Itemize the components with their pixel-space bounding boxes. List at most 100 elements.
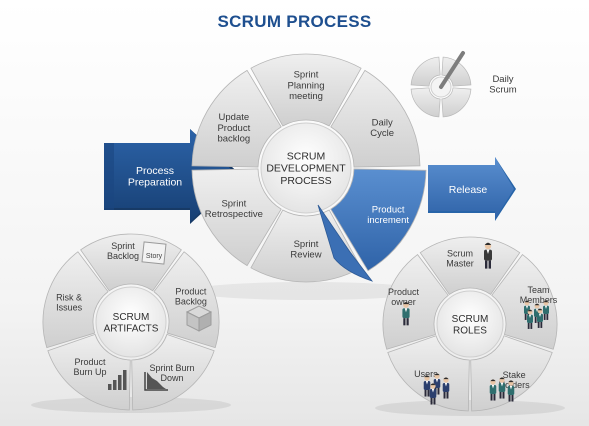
- artifact-segment-label-line: Down: [161, 373, 184, 383]
- cycle-segment-label-line: increment: [367, 215, 409, 226]
- process-preparation-label-line: Process: [136, 165, 174, 177]
- stake-holders-icon: [489, 377, 515, 402]
- scrum-artifacts-hub: [95, 286, 167, 358]
- role-segment-label-line: Product: [388, 287, 420, 297]
- role-segment-label-line: Users: [414, 369, 438, 379]
- shadow: [31, 397, 231, 413]
- artifact-segment-label-line: Issues: [56, 303, 83, 313]
- shadow: [375, 400, 565, 416]
- users-icon: [423, 373, 450, 405]
- story-card-icon: Story: [141, 241, 167, 265]
- artifact-segment-label-line: Sprint Burn: [150, 363, 195, 373]
- development-cycle-center-label-line: PROCESS: [280, 175, 331, 187]
- cycle-segment-shape: [191, 69, 282, 168]
- role-segment-shape: [382, 254, 449, 350]
- cycle-segment-label-line: Product: [217, 123, 250, 134]
- burndown-chart-icon: [144, 372, 168, 391]
- shadow: [190, 282, 426, 300]
- artifact-segment-label-line: Backlog: [107, 251, 139, 261]
- artifact-segment-label-line: Sprint: [111, 241, 135, 251]
- person-icon: [507, 380, 515, 402]
- cycle-segment-label-line: backlog: [217, 133, 250, 144]
- team-members-icon: [524, 300, 549, 329]
- page-title: SCRUM PROCESS: [217, 12, 372, 31]
- person-icon: [442, 377, 450, 399]
- daily-scrum-label-line: Daily: [492, 74, 513, 85]
- product-increment-tail: [317, 204, 374, 282]
- scrum-artifacts-center-label-line: SCRUM: [113, 312, 150, 323]
- cycle-segment-shape: [250, 53, 362, 127]
- person-icon: [537, 308, 543, 328]
- cycle-segment-label-line: Retrospective: [205, 209, 263, 220]
- product-owner-icon: [402, 302, 410, 326]
- process-preparation-label-line: Preparation: [128, 177, 182, 189]
- artifact-segment-label: Risk &Issues: [56, 293, 83, 313]
- release-arrow: Release: [428, 157, 516, 221]
- scrum-master-icon: [484, 242, 492, 269]
- daily-scrum-label-line: Scrum: [489, 85, 517, 96]
- development-cycle-center-label-line: SCRUM: [287, 151, 326, 163]
- cycle-segment-label-line: Daily: [372, 118, 393, 129]
- role-segment-label-line: Scrum: [447, 249, 473, 259]
- cycle-segment-label-line: Update: [219, 112, 250, 123]
- artifact-segment-shape: [47, 333, 131, 411]
- role-segment-label-line: Team: [527, 285, 549, 295]
- person-icon: [543, 300, 549, 320]
- artifact-segment-label-line: Backlog: [175, 297, 207, 307]
- artifact-segment-label-line: Risk &: [56, 293, 82, 303]
- role-segment-label-line: Master: [446, 259, 474, 269]
- person-icon: [498, 377, 506, 399]
- artifact-segment-label-line: Product: [175, 287, 207, 297]
- artifact-segment-shape: [131, 333, 215, 411]
- role-segment-label-line: Stake: [503, 370, 526, 380]
- person-icon: [527, 309, 533, 329]
- role-segment-label-line: Members: [520, 295, 558, 305]
- cycle-segment-label-line: meeting: [289, 91, 323, 102]
- artifact-segment-label-line: Product: [74, 357, 106, 367]
- cycle-segment-label-line: Product: [372, 205, 405, 216]
- cycle-segment-shape: [330, 69, 421, 168]
- scrum-artifacts-center-label-line: ARTIFACTS: [104, 323, 159, 334]
- development-cycle-center-label-line: DEVELOPMENT: [266, 163, 346, 175]
- role-segment-3: Users: [387, 335, 470, 412]
- burnup-chart-icon: [108, 370, 127, 390]
- scrum-roles-center-label-line: ROLES: [453, 325, 487, 336]
- person-icon: [489, 379, 497, 401]
- cycle-segment-label-line: Review: [290, 250, 321, 261]
- cycle-segment-label-line: Sprint: [294, 70, 319, 81]
- box-icon: [185, 305, 213, 332]
- role-segment-label: Users: [414, 369, 438, 379]
- cycle-segment-shape: [330, 168, 427, 272]
- story-card-label: Story: [146, 253, 163, 260]
- scrum-roles-center-label-line: SCRUM: [452, 314, 489, 325]
- role-segment-label-line: Holders: [499, 380, 531, 390]
- scrum-roles-hub: [436, 290, 504, 358]
